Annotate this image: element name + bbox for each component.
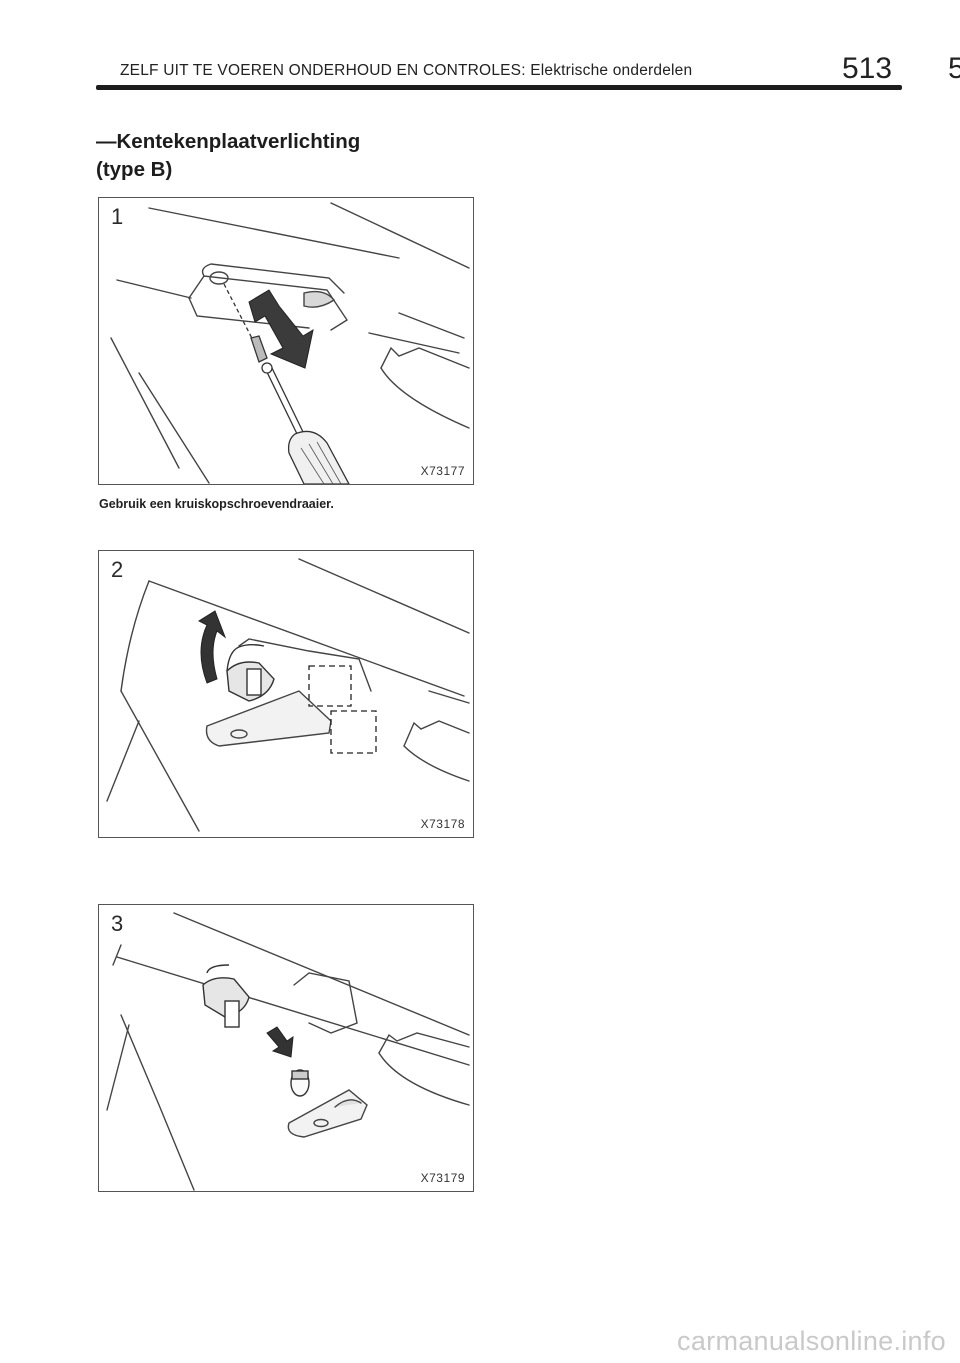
illustration-screwdriver-removal [110, 202, 470, 484]
header-rule [96, 85, 902, 90]
rotate-arrow-icon [248, 289, 314, 369]
pull-arrow-icon [266, 1026, 294, 1058]
figure-code: X73179 [420, 1171, 465, 1185]
figure-step-3: 3 X73179 [98, 904, 474, 1192]
illustration-bulb-replacement [106, 912, 470, 1191]
chapter-tab: 5 [948, 52, 960, 85]
figure-step-number: 1 [111, 204, 124, 229]
figure-code: X73178 [420, 817, 465, 831]
figure-step-1: 1 X73177 [98, 197, 474, 485]
page-number: 513 [842, 52, 893, 85]
figure-step-number: 3 [111, 911, 124, 936]
watermark: carmanualsonline.info [677, 1326, 946, 1356]
section-title-line-1: —Kentekenplaatverlichting [96, 130, 361, 153]
figure-step-2: 2 X73178 [98, 550, 474, 838]
twist-arrow-icon [197, 610, 227, 684]
running-title: ZELF UIT TE VOEREN ONDERHOUD EN CONTROLE… [120, 62, 693, 79]
figure-step-number: 2 [111, 557, 124, 582]
section-title-line-2: (type B) [96, 158, 173, 181]
section-title: —Kentekenplaatverlichting (type B) [96, 128, 456, 184]
figure-code: X73177 [420, 464, 465, 478]
illustration-lamp-removal [106, 558, 470, 832]
figure-caption: Gebruik een kruiskopschroevendraaier. [99, 497, 334, 511]
